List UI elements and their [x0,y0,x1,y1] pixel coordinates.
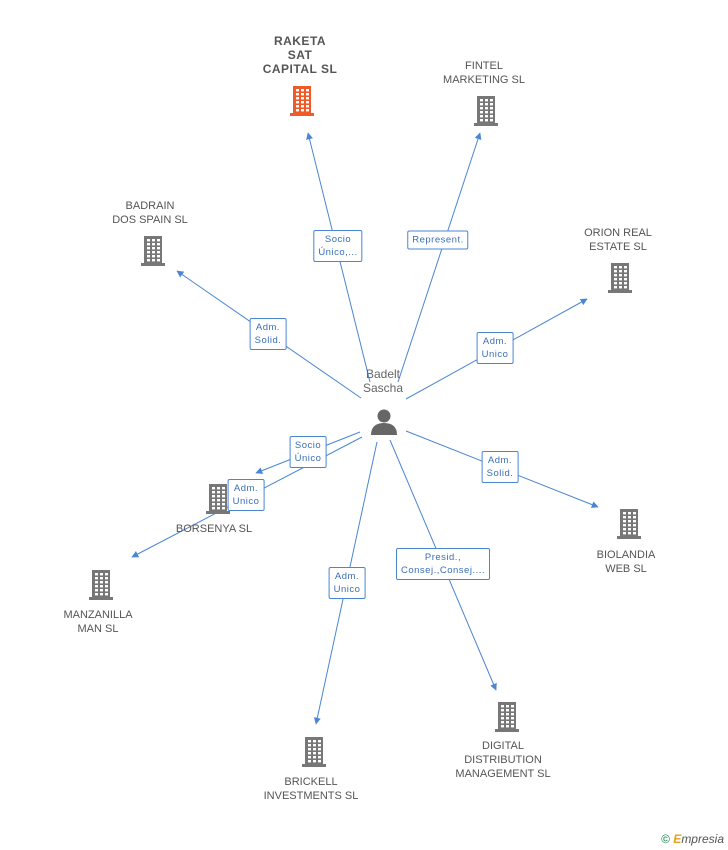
company-label-orion[interactable]: ORION REAL ESTATE SL [584,227,652,253]
edge-label-raketa[interactable]: Socio Único,... [313,230,363,262]
brand-initial: E [673,832,682,846]
edge-fintel [397,132,482,383]
edge-label-orion[interactable]: Adm. Unico [476,332,514,364]
building-icon-brickell[interactable] [302,737,326,767]
company-label-digital[interactable]: DIGITAL DISTRIBUTION MANAGEMENT SL [455,740,551,780]
person-icon[interactable] [371,409,397,436]
edge-label-digital[interactable]: Presid., Consej.,Consej.... [396,548,490,580]
edge-label-badrain[interactable]: Adm. Solid. [249,318,287,350]
company-label-manzanilla[interactable]: MANZANILLA MAN SL [63,609,133,635]
building-icon-manzanilla[interactable] [89,570,113,600]
company-label-brickell[interactable]: BRICKELL INVESTMENTS SL [263,776,359,802]
building-icon-badrain[interactable] [141,236,165,266]
company-label-raketa[interactable]: RAKETA SAT CAPITAL SL [262,34,338,76]
building-icon-borsenya[interactable] [206,484,230,514]
edge-label-brickell[interactable]: Adm. Unico [328,567,366,599]
company-label-fintel[interactable]: FINTEL MARKETING SL [443,60,525,86]
company-label-badrain[interactable]: BADRAIN DOS SPAIN SL [112,200,188,226]
edge-label-borsenya[interactable]: Socio Único [289,436,327,468]
edge-label-biolandia[interactable]: Adm. Solid. [481,451,519,483]
footer-brand: © Empresia [661,832,724,846]
edge-label-manzanilla[interactable]: Adm. Unico [227,479,265,511]
person-name-label[interactable]: Badelt Sascha [362,367,404,395]
building-icon-orion[interactable] [608,263,632,293]
building-icon-digital[interactable] [495,702,519,732]
company-label-borsenya[interactable]: BORSENYA SL [175,523,253,535]
building-icon-raketa[interactable] [290,86,314,116]
brand-name: mpresia [681,832,724,846]
building-icon-biolandia[interactable] [617,509,641,539]
copyright-symbol: © [661,832,670,846]
edge-label-fintel[interactable]: Represent. [407,230,469,250]
company-label-biolandia[interactable]: BIOLANDIA WEB SL [596,549,656,575]
building-icon-fintel[interactable] [474,96,498,126]
